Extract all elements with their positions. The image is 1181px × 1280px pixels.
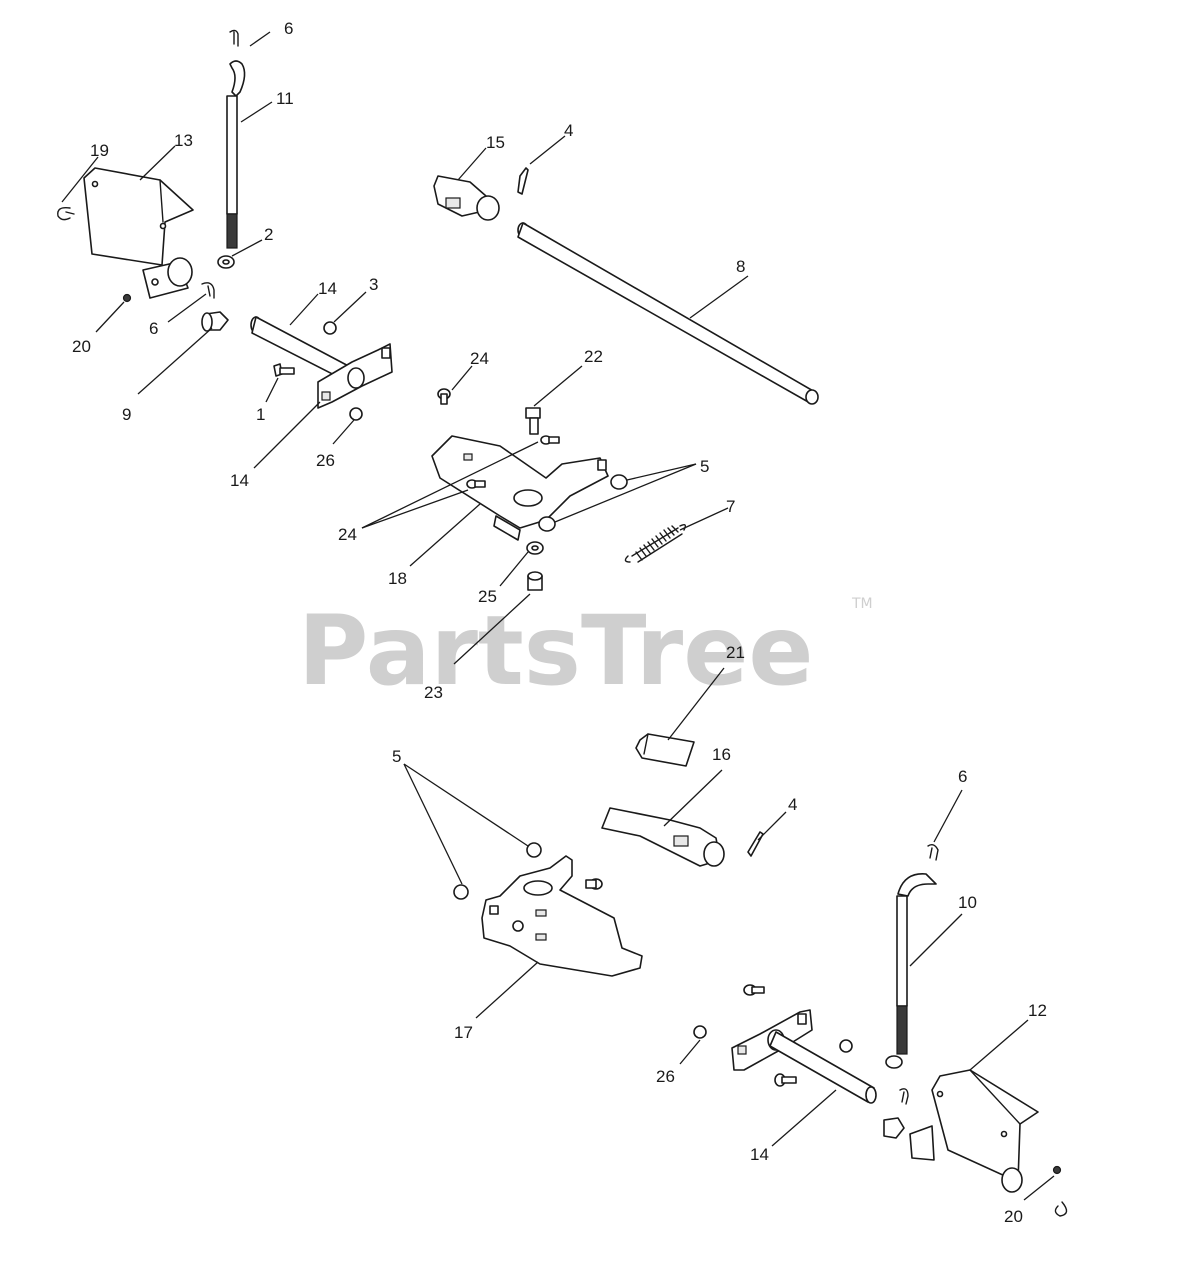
callout-8: 8 [736,257,745,276]
part-4-pin-lower[interactable] [747,831,764,857]
part-6-cotter-pin-lower[interactable] [927,843,939,861]
callout-20: 20 [1004,1207,1023,1226]
watermark-text: PartsTree [298,595,813,707]
part-26-nut-lower[interactable] [693,1025,707,1039]
callout-4: 4 [564,121,573,140]
part-pin-lower-f[interactable] [883,1117,905,1139]
part-3-nut[interactable] [323,321,337,335]
part-26-nut-upper[interactable] [349,407,363,421]
callout-26: 26 [316,451,335,470]
callout-20: 20 [72,337,91,356]
callout-6: 6 [958,767,967,786]
callout-19: 19 [90,141,109,160]
callout-5: 5 [392,747,401,766]
callout-23: 23 [424,683,443,702]
callout-18: 18 [388,569,407,588]
part-7-spring[interactable] [624,523,687,563]
callout-14: 14 [318,279,337,298]
callout-24: 24 [338,525,357,544]
watermark: PartsTree TM [298,595,873,707]
callout-6: 6 [284,19,293,38]
part-10-rod[interactable] [896,873,937,1055]
watermark-tm: TM [851,596,873,612]
callout-15: 15 [486,133,505,152]
part-17-bracket[interactable] [481,855,643,977]
callout-9: 9 [122,405,131,424]
callout-labels: 6 11 19 13 2 20 6 14 3 9 1 14 26 15 4 8 … [72,19,1047,1226]
part-23-bushing[interactable] [527,571,543,591]
part-5-nuts-lower[interactable] [453,842,542,900]
callout-1: 1 [256,405,265,424]
part-nut-lower-d[interactable] [885,1055,903,1069]
part-2-nut[interactable] [217,255,235,269]
part-cotter-lower-e[interactable] [899,1088,909,1105]
part-25-washer[interactable] [526,541,544,555]
callout-3: 3 [369,275,378,294]
part-12-bracket[interactable] [909,1069,1039,1193]
part-bolt-lower-b[interactable] [774,1073,797,1087]
part-1-bolt[interactable] [273,363,295,377]
callout-13: 13 [174,131,193,150]
part-clip-lower[interactable] [1054,1201,1068,1217]
callout-17: 17 [454,1023,473,1042]
callout-26: 26 [656,1067,675,1086]
callout-14: 14 [230,471,249,490]
part-14-shaft-lower[interactable] [731,1009,877,1104]
part-9-pin[interactable] [201,311,229,332]
part-22-bolt[interactable] [525,407,541,435]
part-6-cotter-pin[interactable] [201,282,215,299]
callout-5: 5 [700,457,709,476]
callout-14: 14 [750,1145,769,1164]
callout-16: 16 [712,745,731,764]
part-8-rod[interactable] [517,222,819,405]
part-15-coupler[interactable] [433,175,500,221]
callout-4: 4 [788,795,797,814]
callout-2: 2 [264,225,273,244]
callout-24: 24 [470,349,489,368]
part-13-bracket[interactable] [83,167,194,299]
callout-11: 11 [276,89,294,108]
callout-22: 22 [584,347,603,366]
callout-10: 10 [958,893,977,912]
part-5-nuts-upper[interactable] [538,474,628,532]
part-14-shaft-upper[interactable] [250,316,393,409]
leader-lines [61,31,1055,1201]
part-19-clip[interactable] [57,206,75,221]
callout-6: 6 [149,319,158,338]
part-nut-lower-c[interactable] [839,1039,853,1053]
part-4-pin-upper[interactable] [517,167,529,195]
callout-25: 25 [478,587,497,606]
callout-7: 7 [726,497,735,516]
part-11-rod[interactable] [226,60,246,249]
callout-21: 21 [726,643,745,662]
part-bolt-lower-a[interactable] [743,984,765,996]
callout-12: 12 [1028,1001,1047,1020]
part-cotter-pin-top[interactable] [229,29,239,47]
part-20-nut-lower[interactable] [1052,1165,1062,1175]
part-20-nut[interactable] [122,293,132,303]
part-21-pad[interactable] [635,733,695,767]
part-16-pedal[interactable] [601,807,725,867]
part-24-bolt-upper[interactable] [437,388,451,405]
part-18-bracket[interactable] [431,435,609,541]
